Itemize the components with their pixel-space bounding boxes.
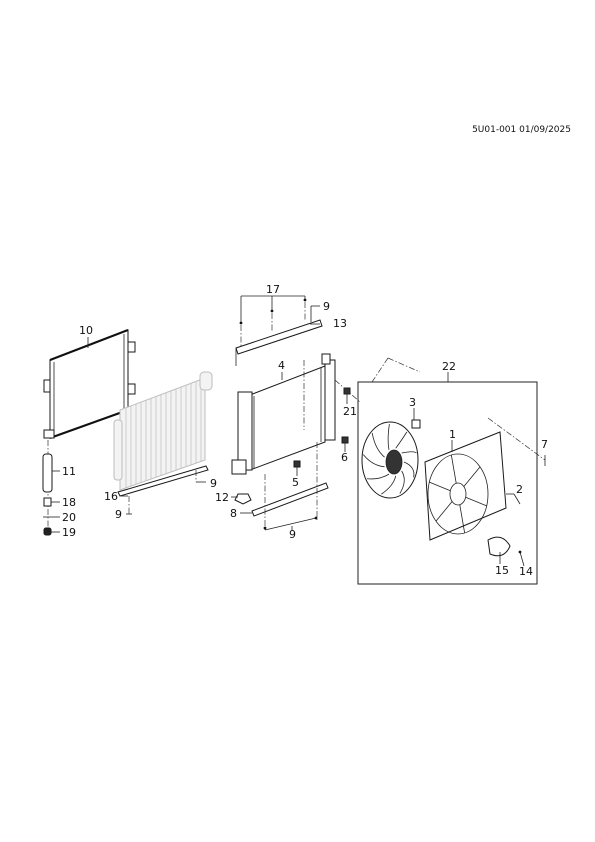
callout-10: 10 <box>79 324 93 337</box>
diagram-code-date: 5U01-001 01/09/2025 <box>472 125 571 135</box>
callout-1: 1 <box>449 428 456 441</box>
callout-9-top: 9 <box>323 300 330 313</box>
callout-5: 5 <box>292 476 299 489</box>
callout-4: 4 <box>278 359 285 372</box>
callout-7: 7 <box>541 438 548 451</box>
part-16-intercooler <box>113 371 213 491</box>
callout-20: 20 <box>62 511 76 524</box>
callout-14: 14 <box>519 565 533 578</box>
callout-15: 15 <box>495 564 509 577</box>
callout-6: 6 <box>341 451 348 464</box>
callout-16: 16 <box>104 490 118 503</box>
callout-17: 17 <box>266 283 280 296</box>
part-16-strip <box>117 465 209 514</box>
part-4-radiator <box>231 353 336 475</box>
callout-8: 8 <box>230 507 237 520</box>
callout-9-left: 9 <box>115 508 122 521</box>
callout-11: 11 <box>62 465 76 478</box>
callout-3: 3 <box>409 396 416 409</box>
part-10-condenser <box>43 328 136 440</box>
callout-22: 22 <box>442 360 456 373</box>
callout-9-mid: 9 <box>210 477 217 490</box>
part-22-fan-assembly-box <box>357 381 538 585</box>
leader-lines <box>51 295 546 567</box>
callout-21: 21 <box>343 405 357 418</box>
receiver-drier-group <box>42 440 53 536</box>
callout-13: 13 <box>333 317 347 330</box>
part-8-lower-seal <box>251 482 329 517</box>
callout-19: 19 <box>62 526 76 539</box>
part-13-upper-seal <box>235 319 323 366</box>
callout-9-bottom: 9 <box>289 528 296 541</box>
callout-12: 12 <box>215 491 229 504</box>
callout-2: 2 <box>516 483 523 496</box>
callout-labels: 17 9 13 10 4 22 3 21 1 7 6 11 5 9 2 16 1… <box>62 283 548 578</box>
callout-18: 18 <box>62 496 76 509</box>
